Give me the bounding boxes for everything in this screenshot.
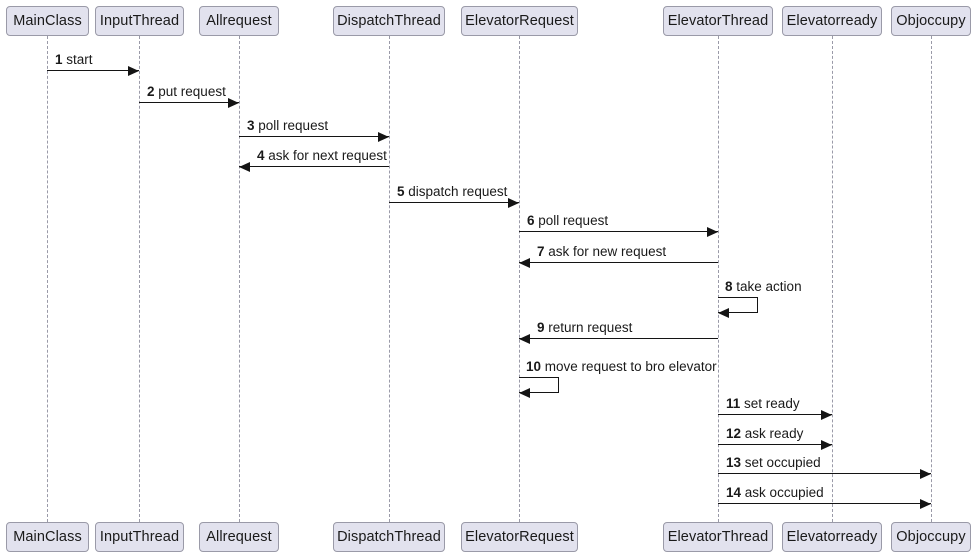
- message-7-text: ask for new request: [548, 244, 667, 259]
- lifeline-allrequest: [239, 36, 240, 522]
- message-12-text: ask ready: [744, 426, 804, 441]
- message-6-line: [519, 231, 718, 232]
- lifeline-dispatchthread: [389, 36, 390, 522]
- message-2-text: put request: [158, 84, 226, 99]
- message-14-text: ask occupied: [744, 485, 824, 500]
- message-6-text: poll request: [538, 213, 609, 228]
- lifeline-elevatorthread: [718, 36, 719, 522]
- message-3-arrowhead-icon: [378, 132, 389, 142]
- message-3-number: 3: [247, 118, 255, 133]
- participant-top-allrequest[interactable]: Allrequest: [199, 6, 279, 36]
- message-1-arrowhead-icon: [128, 66, 139, 76]
- message-2-line: [139, 102, 239, 103]
- participant-bottom-allrequest[interactable]: Allrequest: [199, 522, 279, 552]
- message-3-label: 3 poll request: [247, 118, 328, 134]
- message-4-text: ask for next request: [268, 148, 387, 163]
- message-10-number: 10: [526, 359, 542, 374]
- message-8-selfcall: [718, 297, 758, 313]
- message-8-label: 8 take action: [725, 279, 802, 295]
- message-4-line: [239, 166, 389, 167]
- message-6-number: 6: [527, 213, 535, 228]
- message-10-label: 10 move request to bro elevator: [526, 359, 717, 375]
- message-10-text: move request to bro elevator: [544, 359, 717, 374]
- message-4-arrowhead-icon: [239, 162, 250, 172]
- message-9-number: 9: [537, 320, 545, 335]
- participant-bottom-dispatchthread[interactable]: DispatchThread: [333, 522, 445, 552]
- message-12-arrowhead-icon: [821, 440, 832, 450]
- message-14-label: 14 ask occupied: [726, 485, 824, 501]
- message-5-label: 5 dispatch request: [397, 184, 507, 200]
- message-12-line: [718, 444, 832, 445]
- participant-bottom-objoccupy[interactable]: Objoccupy: [891, 522, 971, 552]
- message-7-number: 7: [537, 244, 545, 259]
- lifeline-elevatorready: [832, 36, 833, 522]
- message-9-arrowhead-icon: [519, 334, 530, 344]
- message-10-selfcall: [519, 377, 559, 393]
- message-7-arrowhead-icon: [519, 258, 530, 268]
- message-7-label: 7 ask for new request: [537, 244, 666, 260]
- message-13-label: 13 set occupied: [726, 455, 821, 471]
- message-11-text: set ready: [744, 396, 800, 411]
- participant-bottom-elevatorready[interactable]: Elevatorready: [782, 522, 882, 552]
- participant-top-elevatorrequest[interactable]: ElevatorRequest: [461, 6, 578, 36]
- message-14-arrowhead-icon: [920, 499, 931, 509]
- participant-bottom-elevatorrequest[interactable]: ElevatorRequest: [461, 522, 578, 552]
- lifeline-inputthread: [139, 36, 140, 522]
- message-11-arrowhead-icon: [821, 410, 832, 420]
- message-5-text: dispatch request: [408, 184, 508, 199]
- participant-top-inputthread[interactable]: InputThread: [95, 6, 184, 36]
- message-11-label: 11 set ready: [726, 396, 800, 412]
- message-6-label: 6 poll request: [527, 213, 608, 229]
- participant-bottom-elevatorthread[interactable]: ElevatorThread: [663, 522, 773, 552]
- message-6-arrowhead-icon: [707, 227, 718, 237]
- lifeline-elevatorrequest: [519, 36, 520, 522]
- participant-top-dispatchthread[interactable]: DispatchThread: [333, 6, 445, 36]
- message-5-arrowhead-icon: [508, 198, 519, 208]
- message-9-line: [519, 338, 718, 339]
- message-2-label: 2 put request: [147, 84, 226, 100]
- message-2-arrowhead-icon: [228, 98, 239, 108]
- message-11-line: [718, 414, 832, 415]
- message-4-number: 4: [257, 148, 265, 163]
- message-14-line: [718, 503, 931, 504]
- message-10-arrowhead-icon: [519, 388, 530, 398]
- message-9-text: return request: [548, 320, 633, 335]
- message-12-number: 12: [726, 426, 742, 441]
- message-9-label: 9 return request: [537, 320, 632, 336]
- message-8-text: take action: [736, 279, 802, 294]
- message-3-text: poll request: [258, 118, 329, 133]
- message-1-number: 1: [55, 52, 63, 67]
- message-2-number: 2: [147, 84, 155, 99]
- participant-bottom-inputthread[interactable]: InputThread: [95, 522, 184, 552]
- message-13-number: 13: [726, 455, 742, 470]
- message-8-number: 8: [725, 279, 733, 294]
- lifeline-objoccupy: [931, 36, 932, 522]
- message-11-number: 11: [726, 396, 741, 411]
- message-12-label: 12 ask ready: [726, 426, 803, 442]
- message-1-line: [47, 70, 139, 71]
- participant-top-mainclass[interactable]: MainClass: [6, 6, 89, 36]
- participant-top-objoccupy[interactable]: Objoccupy: [891, 6, 971, 36]
- message-1-text: start: [66, 52, 93, 67]
- message-8-arrowhead-icon: [718, 308, 729, 318]
- participant-top-elevatorready[interactable]: Elevatorready: [782, 6, 882, 36]
- message-5-line: [389, 202, 519, 203]
- lifeline-mainclass: [47, 36, 48, 522]
- message-13-arrowhead-icon: [920, 469, 931, 479]
- message-3-line: [239, 136, 389, 137]
- participant-bottom-mainclass[interactable]: MainClass: [6, 522, 89, 552]
- message-7-line: [519, 262, 718, 263]
- message-1-label: 1 start: [55, 52, 93, 68]
- message-5-number: 5: [397, 184, 405, 199]
- message-13-text: set occupied: [744, 455, 821, 470]
- message-14-number: 14: [726, 485, 742, 500]
- message-13-line: [718, 473, 931, 474]
- participant-top-elevatorthread[interactable]: ElevatorThread: [663, 6, 773, 36]
- message-4-label: 4 ask for next request: [257, 148, 387, 164]
